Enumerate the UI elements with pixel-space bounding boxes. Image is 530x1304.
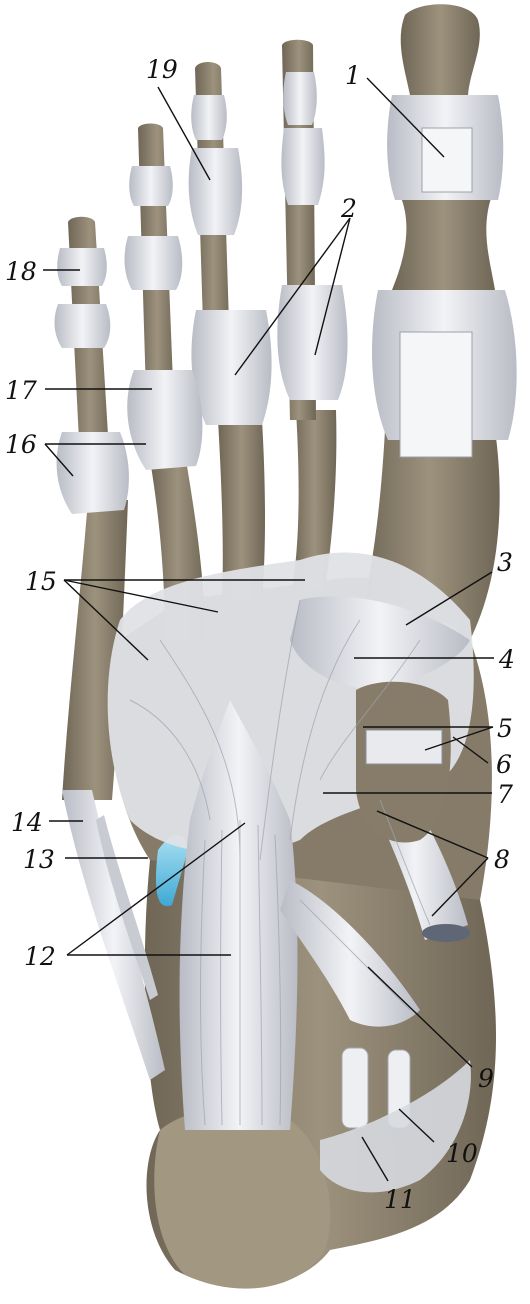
label-5: 5: [497, 714, 513, 743]
lateral-tendon-sheath: [96, 815, 158, 1000]
tendon-11: [341, 1047, 369, 1129]
cartilage-sustentaculum: [155, 835, 188, 907]
label-10: 10: [446, 1139, 478, 1168]
toe3-capsule-1: [191, 95, 227, 140]
toe4-capsule-3: [127, 370, 203, 470]
toe2-capsule-1: [283, 72, 317, 125]
label-4: 4: [498, 645, 515, 674]
labels: 1 2 3 4 5 6 7 8 9 10 11 12 13 14 15 16 1…: [5, 55, 515, 1214]
label-3: 3: [497, 548, 513, 577]
label-2: 2: [340, 194, 357, 223]
label-16: 16: [5, 430, 37, 459]
toe2-capsule-2: [281, 128, 325, 205]
metatarsal-2: [292, 410, 337, 590]
label-19: 19: [146, 55, 178, 84]
label-17: 17: [5, 376, 37, 405]
heel: [154, 1107, 331, 1289]
label-7: 7: [497, 780, 513, 809]
label-12: 12: [24, 942, 56, 971]
label-8: 8: [494, 845, 510, 874]
label-1: 1: [345, 61, 361, 90]
toe3-capsule-2: [188, 148, 243, 235]
label-9: 9: [478, 1064, 494, 1093]
toe5-capsule-3: [56, 432, 129, 514]
toe5-phalanges: [68, 216, 112, 500]
label-14: 14: [11, 808, 43, 837]
toe4-capsule-2: [124, 236, 183, 290]
label-18: 18: [5, 257, 37, 286]
tendon-cut-end: [422, 924, 470, 942]
medial-sheath: [320, 1060, 471, 1193]
label-13: 13: [23, 845, 55, 874]
tarsometatarsal-ligament: [290, 596, 470, 690]
big-toe-sheath-2: [399, 331, 473, 458]
big-toe-sheath-1: [421, 127, 473, 193]
plantar-calcaneonavicular-ligament: [280, 880, 420, 1027]
label-6: 6: [496, 750, 512, 779]
label-11: 11: [384, 1185, 416, 1214]
label-15: 15: [25, 567, 57, 596]
big-toe-proximal-phalanx: [392, 195, 495, 290]
toe4-capsule-1: [129, 166, 173, 206]
toe5-capsule-2: [54, 304, 111, 348]
toe2-capsule-3: [277, 285, 348, 400]
big-toe-distal-phalanx: [400, 4, 480, 95]
fibre-lines: [129, 599, 431, 1126]
toe3-capsule-3: [191, 310, 272, 425]
toe5-capsule-1: [57, 248, 107, 286]
ligaments: [54, 72, 517, 1193]
joint-cartilage-window: [365, 729, 443, 765]
long-plantar-ligament: [179, 700, 298, 1130]
lateral-plantar-band: [62, 790, 165, 1080]
metatarsal-3: [218, 420, 265, 600]
leader-lines: [43, 77, 494, 1182]
